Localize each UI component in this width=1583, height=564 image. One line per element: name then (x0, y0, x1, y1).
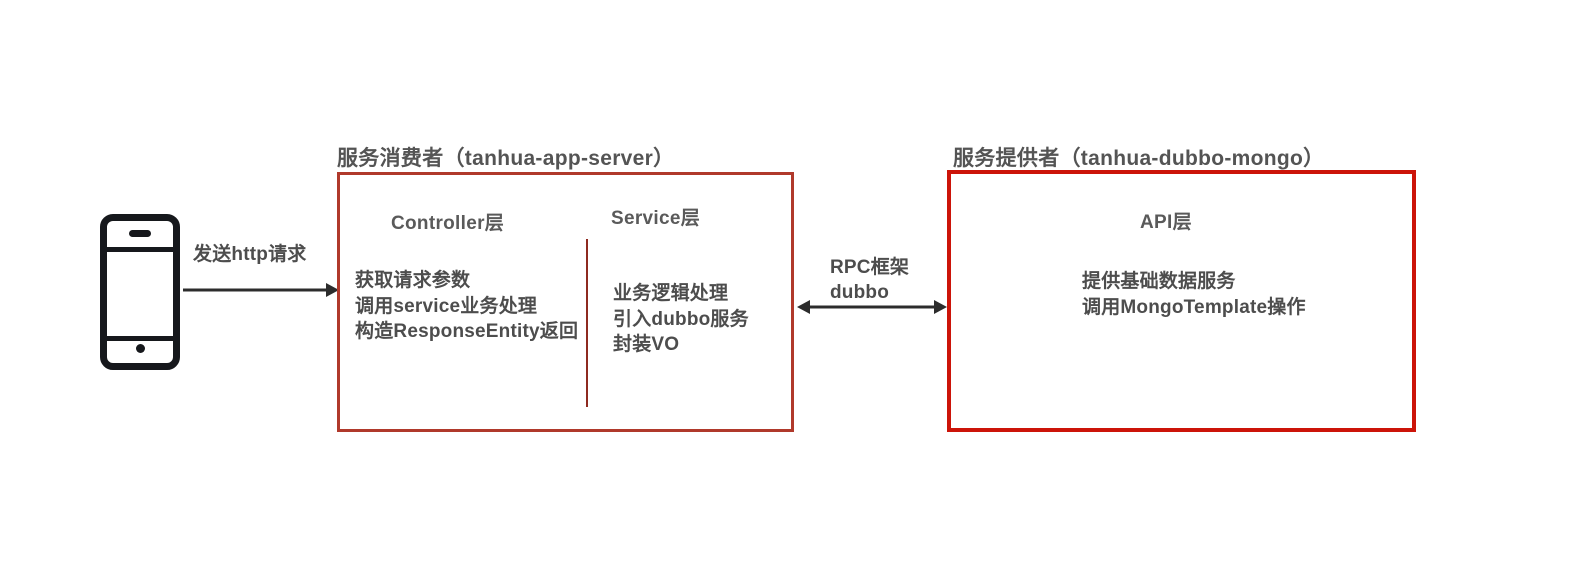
consumer-layer-divider (586, 239, 588, 407)
rpc-double-arrow (797, 300, 947, 314)
consumer-box: Controller层 获取请求参数 调用service业务处理 构造Respo… (337, 172, 794, 432)
api-layer-body: 提供基础数据服务 调用MongoTemplate操作 (1082, 271, 1306, 318)
controller-layer-heading: Controller层 (391, 213, 505, 234)
provider-box-title: 服务提供者（tanhua-dubbo-mongo） (953, 147, 1325, 170)
api-layer-heading: API层 (1140, 212, 1192, 233)
phone-speaker-icon (129, 230, 151, 237)
service-layer-heading: Service层 (611, 208, 701, 229)
consumer-box-title: 服务消费者（tanhua-app-server） (337, 147, 675, 170)
http-request-label: 发送http请求 (193, 244, 307, 265)
http-request-arrow (183, 283, 339, 297)
mobile-phone-icon (100, 214, 180, 370)
service-layer-body: 业务逻辑处理 引入dubbo服务 封装VO (613, 283, 749, 355)
controller-layer-body: 获取请求参数 调用service业务处理 构造ResponseEntity返回 (355, 270, 579, 342)
phone-screen (107, 247, 173, 341)
provider-box: API层 提供基础数据服务 调用MongoTemplate操作 (947, 170, 1416, 432)
phone-home-button-icon (135, 344, 145, 353)
rpc-label: RPC框架 dubbo (830, 257, 910, 303)
